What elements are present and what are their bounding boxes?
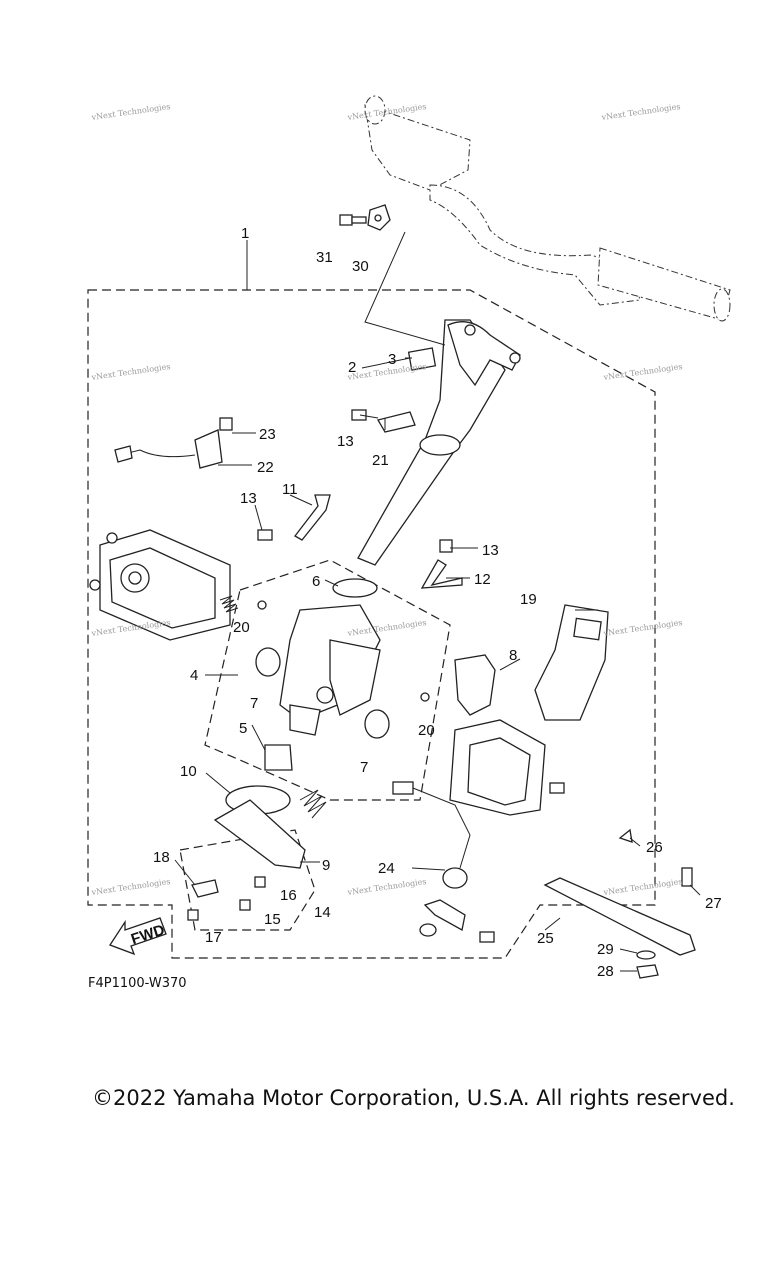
- fwd-label: FWD: [129, 921, 167, 948]
- part-7-ring-a: [255, 647, 281, 677]
- part-11-rod: [294, 494, 331, 541]
- handlebar-phantom: [364, 95, 731, 322]
- part-21-clip: [377, 411, 416, 433]
- callout-26: 26: [646, 839, 663, 856]
- watermark: vNext Technologies: [602, 877, 683, 897]
- copyright-notice: ©2022 Yamaha Motor Corporation, U.S.A. A…: [92, 1086, 735, 1110]
- callout-1: 1: [241, 225, 249, 242]
- callout-19: 19: [520, 591, 537, 608]
- part-20-washer-a: [257, 600, 267, 610]
- callout-11: 11: [282, 481, 298, 498]
- watermark: vNext Technologies: [90, 102, 171, 122]
- watermark: vNext Technologies: [90, 362, 171, 382]
- part-29-washer: [636, 950, 656, 960]
- spring-2: [299, 789, 327, 819]
- part-8: [454, 654, 496, 716]
- subgroup-boundary-14: [179, 829, 316, 931]
- callout-13-c: 13: [482, 542, 499, 559]
- callout-20-b: 20: [418, 722, 435, 739]
- assembly-boundary: [87, 289, 656, 959]
- callout-16: 16: [280, 887, 297, 904]
- leader-lines: [174, 240, 701, 972]
- part-26-pin: [618, 828, 633, 843]
- part-13-bolt-b: [257, 529, 273, 541]
- part-3: [407, 347, 437, 371]
- callout-25: 25: [537, 930, 554, 947]
- part-13-bolt-c: [439, 539, 453, 553]
- part-9-arm: [213, 799, 306, 869]
- part-22-switch: [114, 429, 223, 469]
- part-31-bolt: [339, 214, 367, 226]
- callout-5: 5: [239, 720, 247, 737]
- callout-22: 22: [257, 459, 274, 476]
- part-30-clamp: [367, 204, 391, 231]
- steering-assembly-diagram: FWD: [87, 95, 731, 980]
- callout-20-a: 20: [233, 619, 250, 636]
- watermark: vNext Technologies: [346, 877, 427, 897]
- callout-12: 12: [474, 571, 491, 588]
- callout-7-b: 7: [360, 759, 368, 776]
- callout-24: 24: [378, 860, 395, 877]
- part-20-washer-b: [420, 692, 430, 702]
- callout-10: 10: [180, 763, 197, 780]
- part-25-plate: [543, 877, 696, 956]
- callout-13-a: 13: [337, 433, 354, 450]
- callout-13-b: 13: [240, 490, 257, 507]
- callout-28: 28: [597, 963, 614, 980]
- subgroup-boundary-4: [204, 559, 451, 801]
- part-13-bolt-a: [351, 409, 367, 421]
- watermark: vNext Technologies: [602, 362, 683, 382]
- callout-15: 15: [264, 911, 281, 928]
- tilt-housing: [279, 604, 381, 736]
- callout-4: 4: [190, 667, 198, 684]
- callout-labels: 1 2 3 4 5 6 7 7 8 9 10 11 12 13 13 13 13…: [153, 225, 722, 980]
- watermark: vNext Technologies: [600, 102, 681, 122]
- part-12-bracket: [420, 559, 463, 589]
- part-7-ring-b: [364, 709, 390, 739]
- callout-30: 30: [352, 258, 369, 275]
- part-18-clip: [191, 879, 219, 898]
- callout-29: 29: [597, 941, 614, 958]
- watermark: vNext Technologies: [346, 362, 427, 382]
- watermark: vNext Technologies: [90, 877, 171, 897]
- fwd-arrow: FWD: [109, 917, 167, 956]
- right-housing: [449, 719, 565, 816]
- callout-14: 14: [314, 904, 331, 921]
- left-housing: [89, 529, 231, 641]
- callout-3: 3: [388, 351, 396, 368]
- callout-31: 31: [316, 249, 333, 266]
- figure-code: F4P1100-W370: [88, 976, 187, 991]
- callout-8: 8: [509, 647, 517, 664]
- callout-18: 18: [153, 849, 170, 866]
- callout-9: 9: [322, 857, 330, 874]
- callout-17: 17: [205, 929, 222, 946]
- callout-2: 2: [348, 359, 356, 376]
- callout-7-a: 7: [250, 695, 258, 712]
- part-5-collar: [264, 744, 293, 771]
- callout-23: 23: [259, 426, 276, 443]
- part-6-collar: [332, 578, 378, 598]
- watermark: vNext Technologies: [602, 618, 683, 638]
- part-16-bolt: [254, 876, 266, 888]
- part-23-bolt: [219, 417, 233, 431]
- part-28-nut: [636, 964, 659, 979]
- steering-column: [357, 319, 521, 566]
- part-15-bolt: [239, 899, 251, 911]
- part-27-bolt: [681, 867, 693, 887]
- part-17-bolt: [187, 909, 199, 921]
- callout-21: 21: [372, 452, 389, 469]
- spring: [219, 595, 239, 613]
- callout-27: 27: [705, 895, 722, 912]
- callout-6: 6: [312, 573, 320, 590]
- part-24-cable: [392, 781, 495, 943]
